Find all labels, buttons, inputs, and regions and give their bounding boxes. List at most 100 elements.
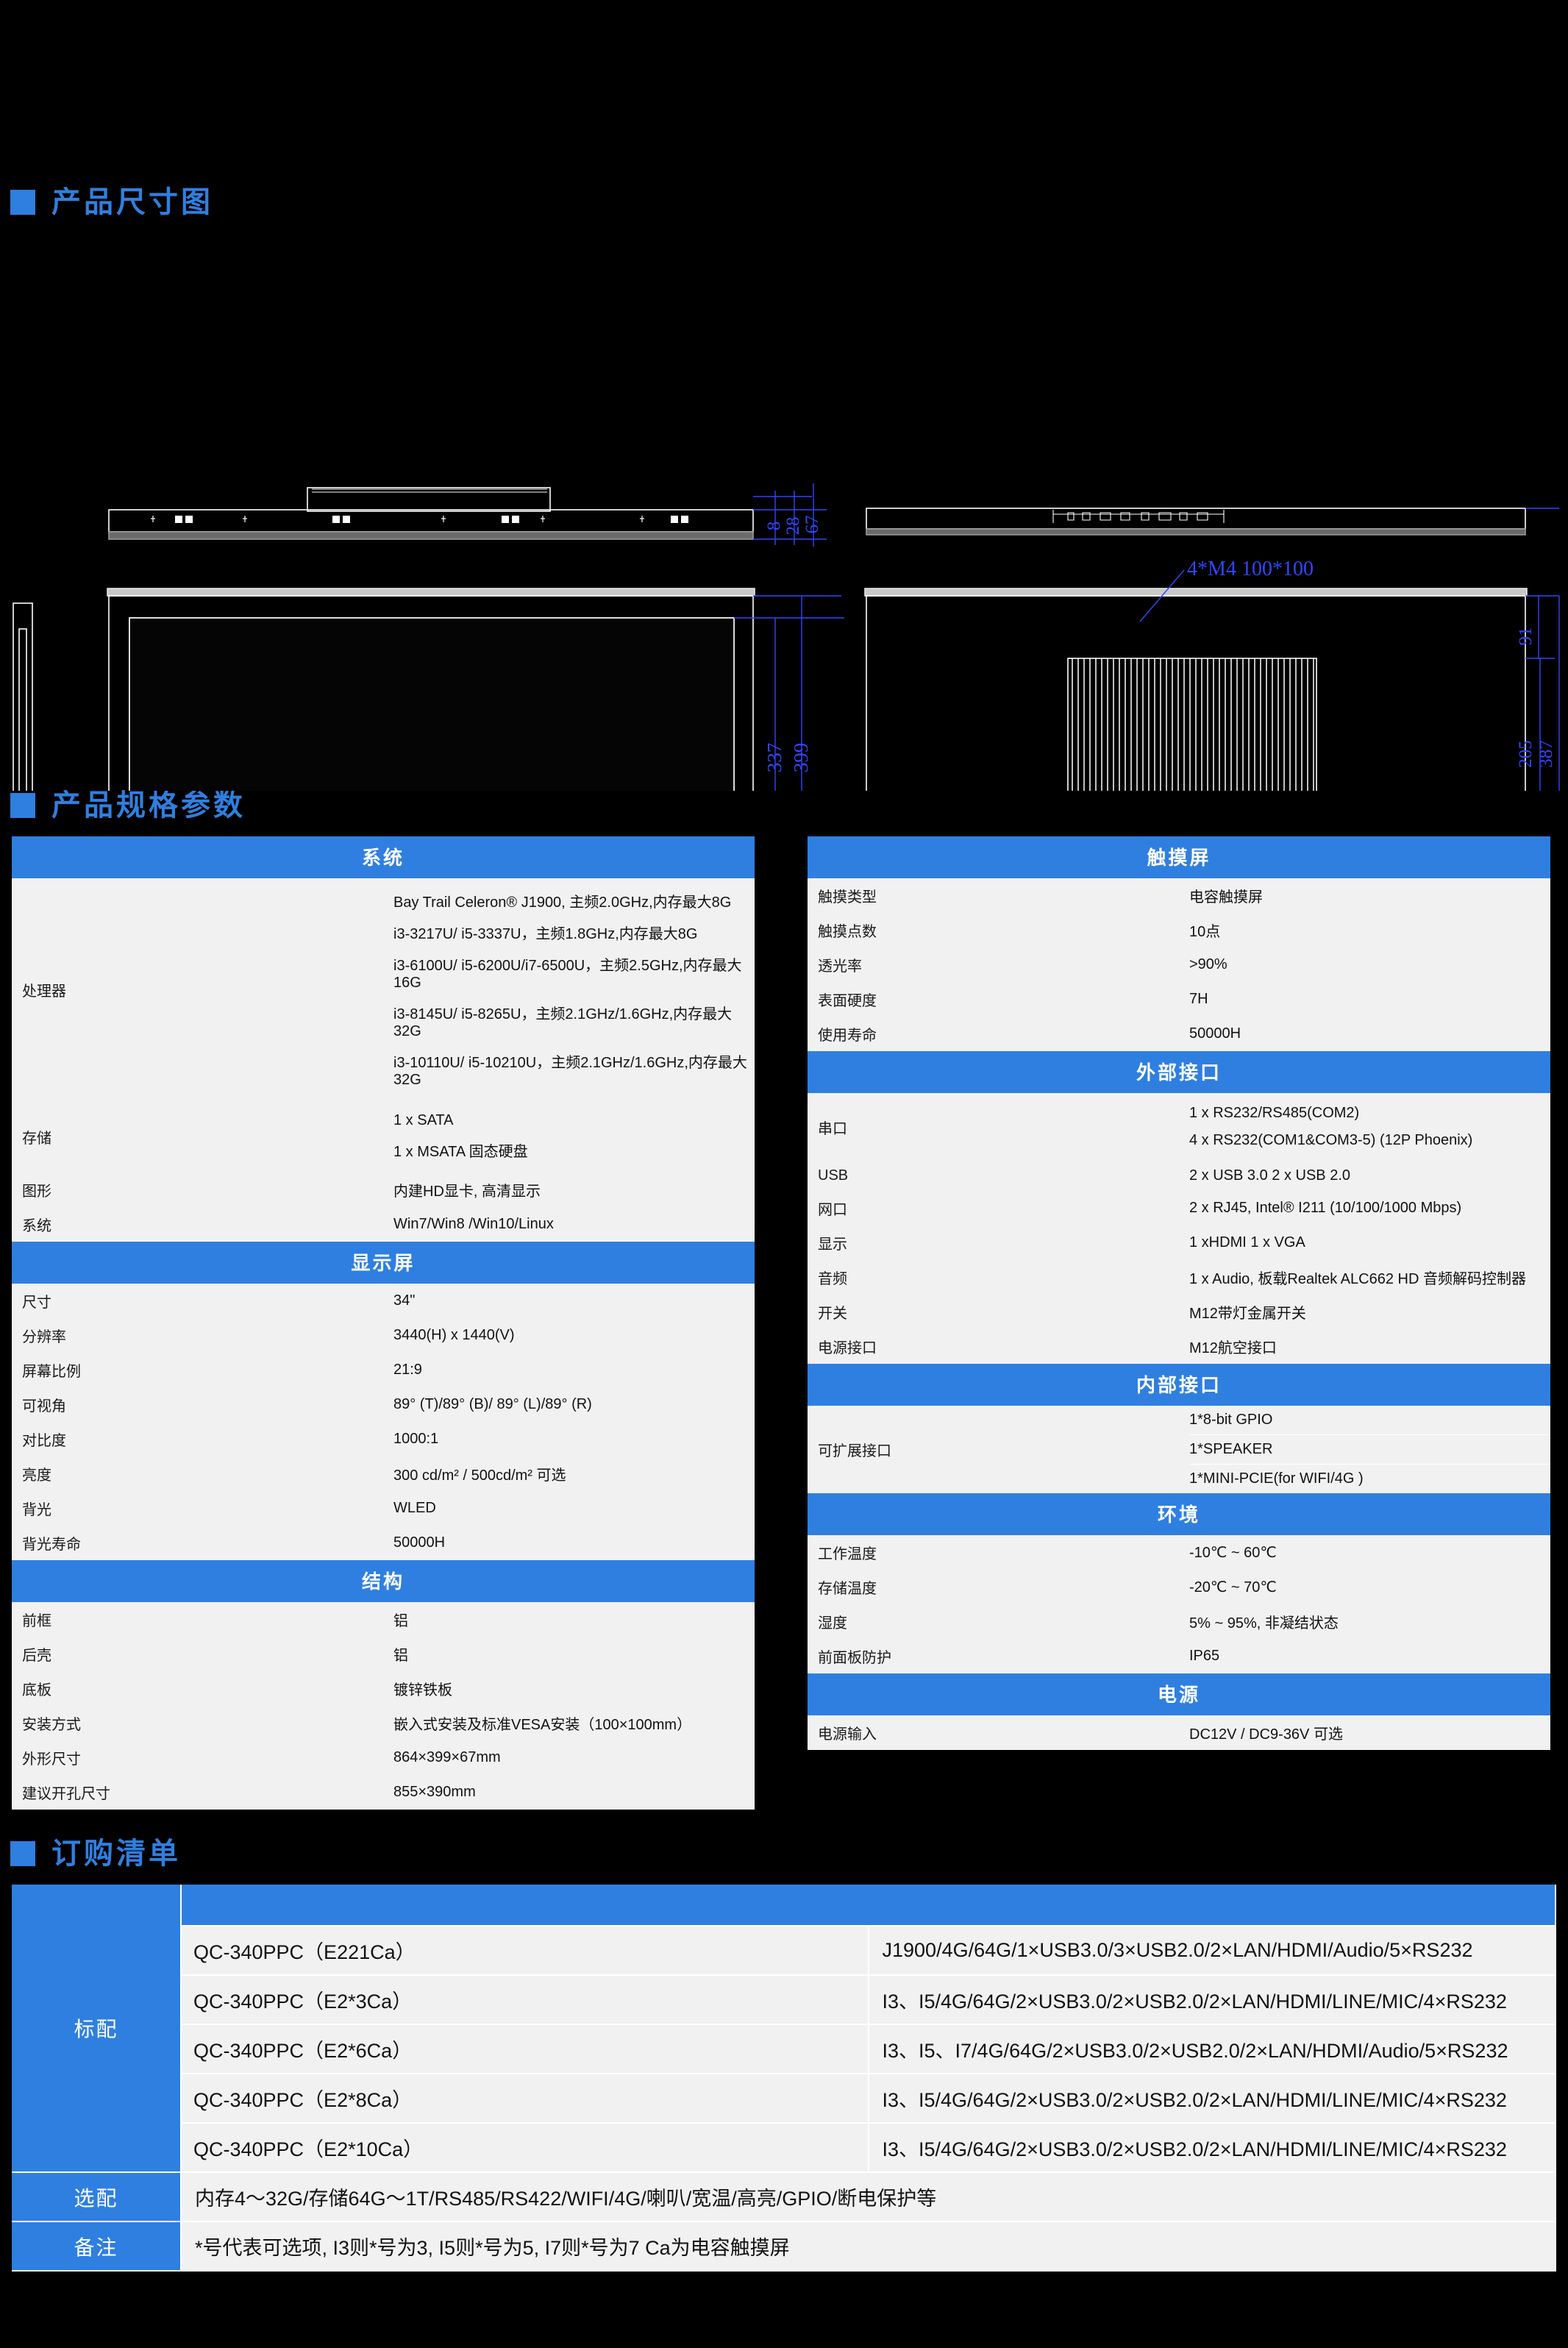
order-model-code: QC-340PPC（E221Ca） bbox=[181, 1926, 869, 1976]
spec-row-key: 网口 bbox=[808, 1191, 1179, 1225]
spec-category-row: 系统 bbox=[12, 836, 755, 878]
order-remark-row: 备注*号代表可选项, I3则*号为3, I5则*号为5, I7则*号为7 Ca为… bbox=[12, 2221, 1556, 2271]
spec-row: 工作温度-10℃ ~ 60℃ bbox=[808, 1535, 1550, 1570]
spec-row-value: 3440(H) x 1440(V) bbox=[383, 1318, 755, 1353]
spec-row-value: Bay Trail Celeron® J1900, 主频2.0GHz,内存最大8… bbox=[383, 878, 755, 1100]
spec-row-value: M12航空接口 bbox=[1179, 1329, 1550, 1364]
spec-row: 触摸类型电容触摸屏 bbox=[808, 878, 1550, 913]
spec-row-key: 存储温度 bbox=[808, 1570, 1179, 1604]
spec-value-line: 1*SPEAKER bbox=[1189, 1435, 1550, 1465]
spec-row-key: 开关 bbox=[808, 1295, 1179, 1329]
spec-row-key: 显示 bbox=[808, 1225, 1179, 1260]
section-bullet-icon bbox=[10, 1841, 35, 1866]
spec-category-label: 内部接口 bbox=[808, 1364, 1550, 1406]
order-optional-label: 选配 bbox=[12, 2172, 182, 2222]
order-configuration: I3、I5、I7/4G/64G/2×USB3.0/2×USB2.0/2×LAN/… bbox=[868, 2024, 1556, 2074]
spec-category-label: 显示屏 bbox=[12, 1242, 755, 1284]
spec-row-value: 7H bbox=[1179, 982, 1550, 1017]
spec-row-key: USB bbox=[808, 1161, 1179, 1191]
spec-value-line: 1 x RS232/RS485(COM2) bbox=[1189, 1105, 1360, 1121]
spec-row-key: 触摸点数 bbox=[808, 913, 1179, 947]
dim-right-205: 205 bbox=[1516, 740, 1536, 768]
spec-row-key: 音频 bbox=[808, 1260, 1179, 1295]
spec-row-key: 尺寸 bbox=[12, 1284, 383, 1318]
spec-row-value: 10点 bbox=[1179, 913, 1550, 947]
order-optional-row: 选配内存4～32G/存储64G～1T/RS485/RS422/WIFI/4G/喇… bbox=[12, 2172, 1556, 2222]
section-heading-spec: 产品规格参数 bbox=[0, 791, 1568, 820]
order-remark-label: 备注 bbox=[12, 2221, 182, 2271]
spec-row-value: 2 x USB 3.0 2 x USB 2.0 bbox=[1179, 1161, 1550, 1191]
dim-right-387: 387 bbox=[1536, 740, 1556, 768]
spec-category-row: 结构 bbox=[12, 1560, 755, 1602]
spec-row-value: -10℃ ~ 60℃ bbox=[1179, 1535, 1550, 1570]
spec-category-row: 显示屏 bbox=[12, 1242, 755, 1284]
spec-value-line: 1 x SATA bbox=[393, 1112, 454, 1128]
spec-row-key: 对比度 bbox=[12, 1422, 383, 1456]
dimension-drawing-svg: 8 28 67 337 399 802 864 91 205 387 306 8… bbox=[13, 483, 1560, 791]
spec-row-value: DC12V / DC9-36V 可选 bbox=[1179, 1715, 1550, 1750]
spec-value-line: i3-8145U/ i5-8265U，主频2.1GHz/1.6GHz,内存最大3… bbox=[393, 1006, 733, 1039]
spec-row-key: 电源输入 bbox=[808, 1715, 1179, 1750]
spec-row-value: 300 cd/m² / 500cd/m² 可选 bbox=[383, 1456, 755, 1491]
spec-row: 透光率>90% bbox=[808, 947, 1550, 982]
spec-row-value: 铝 bbox=[383, 1602, 755, 1637]
spec-row-value: Win7/Win8 /Win10/Linux bbox=[383, 1207, 755, 1242]
spec-row-key: 存储 bbox=[12, 1100, 383, 1173]
spec-row-value: 34" bbox=[383, 1284, 755, 1318]
spec-row-value: 50000H bbox=[1179, 1017, 1550, 1051]
spec-category-row: 触摸屏 bbox=[808, 836, 1550, 878]
spec-category-row: 外部接口 bbox=[808, 1051, 1550, 1093]
spec-row: 前框铝 bbox=[12, 1602, 755, 1637]
spec-row-key: 可视角 bbox=[12, 1387, 383, 1422]
spec-row-key: 处理器 bbox=[12, 878, 383, 1100]
dim-left-67: 67 bbox=[802, 516, 822, 534]
section-title-text: 订购清单 bbox=[51, 1838, 181, 1870]
section-bullet-icon bbox=[10, 190, 35, 215]
spec-row-key: 后壳 bbox=[12, 1637, 383, 1671]
spec-row-value: 864×399×67mm bbox=[383, 1740, 755, 1775]
order-configuration: I3、I5/4G/64G/2×USB3.0/2×USB2.0/2×LAN/HDM… bbox=[868, 2123, 1556, 2173]
table-row: QC-340PPC（E2*3Ca）I3、I5/4G/64G/2×USB3.0/2… bbox=[12, 1975, 1556, 2025]
order-configuration: I3、I5/4G/64G/2×USB3.0/2×USB2.0/2×LAN/HDM… bbox=[868, 1975, 1556, 2025]
spec-row-key: 表面硬度 bbox=[808, 982, 1179, 1017]
spec-row: 安装方式嵌入式安装及标准VESA安装（100×100mm） bbox=[12, 1706, 755, 1740]
table-row: QC-340PPC（E2*10Ca）I3、I5/4G/64G/2×USB3.0/… bbox=[12, 2123, 1556, 2173]
spec-row-key: 分辨率 bbox=[12, 1318, 383, 1353]
section-heading-order: 订购清单 bbox=[0, 1839, 1568, 1868]
dim-right-91: 91 bbox=[1516, 627, 1536, 646]
spec-row-key: 屏幕比例 bbox=[12, 1353, 383, 1387]
order-model-code: QC-340PPC（E2*3Ca） bbox=[181, 1975, 869, 2025]
order-optional-text: 内存4～32G/存储64G～1T/RS485/RS422/WIFI/4G/喇叭/… bbox=[181, 2172, 1556, 2222]
section-title-text: 产品规格参数 bbox=[51, 789, 246, 822]
spec-row-value: -20℃ ~ 70℃ bbox=[1179, 1570, 1550, 1604]
spec-row-key: 外形尺寸 bbox=[12, 1740, 383, 1775]
spec-row-key: 底板 bbox=[12, 1671, 383, 1706]
table-row: QC-340PPC（E2*6Ca）I3、I5、I7/4G/64G/2×USB3.… bbox=[12, 2024, 1556, 2074]
product-dimension-drawing: 8 28 67 337 399 802 864 91 205 387 306 8… bbox=[0, 217, 1568, 791]
spec-row-value: 1 x RS232/RS485(COM2)4 x RS232(COM1&COM3… bbox=[1179, 1093, 1550, 1161]
spec-value-line: i3-10110U/ i5-10210U，主频2.1GHz/1.6GHz,内存最… bbox=[393, 1055, 747, 1088]
table-row: QC-340PPC（E221Ca）J1900/4G/64G/1×USB3.0/3… bbox=[12, 1926, 1556, 1976]
spec-row-key: 背光 bbox=[12, 1491, 383, 1526]
spec-row-value: 嵌入式安装及标准VESA安装（100×100mm） bbox=[383, 1706, 755, 1740]
